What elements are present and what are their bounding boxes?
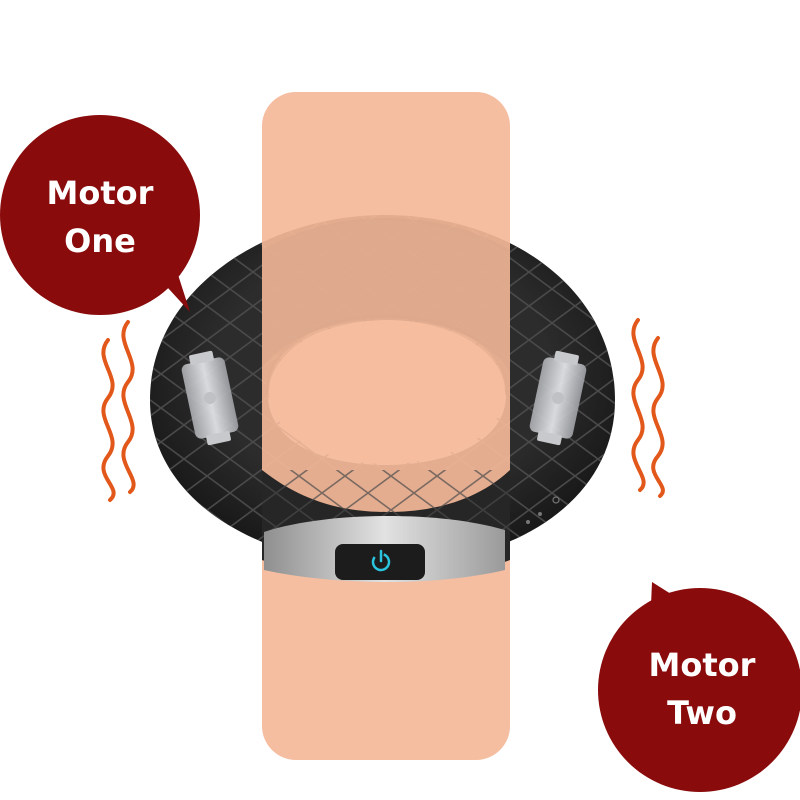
motor-icon — [181, 350, 239, 446]
ring-through-shaft — [262, 218, 510, 372]
callout-motor-two-line2: Two — [667, 694, 737, 732]
callout-motor-two-line1: Motor — [649, 646, 756, 684]
charging-port-icon — [526, 496, 560, 524]
motor-icon — [529, 350, 587, 446]
callout-motor-one-line2: One — [64, 222, 136, 260]
callout-motor-one: Motor One — [0, 115, 200, 315]
vibration-wave-icon — [101, 320, 136, 502]
vibration-wave-icon — [631, 318, 665, 498]
callout-motor-two: Motor Two — [598, 582, 800, 792]
callout-motor-one-line1: Motor — [47, 174, 154, 212]
power-icon[interactable] — [371, 549, 392, 572]
ring-opening — [269, 320, 505, 464]
control-panel — [264, 516, 505, 582]
